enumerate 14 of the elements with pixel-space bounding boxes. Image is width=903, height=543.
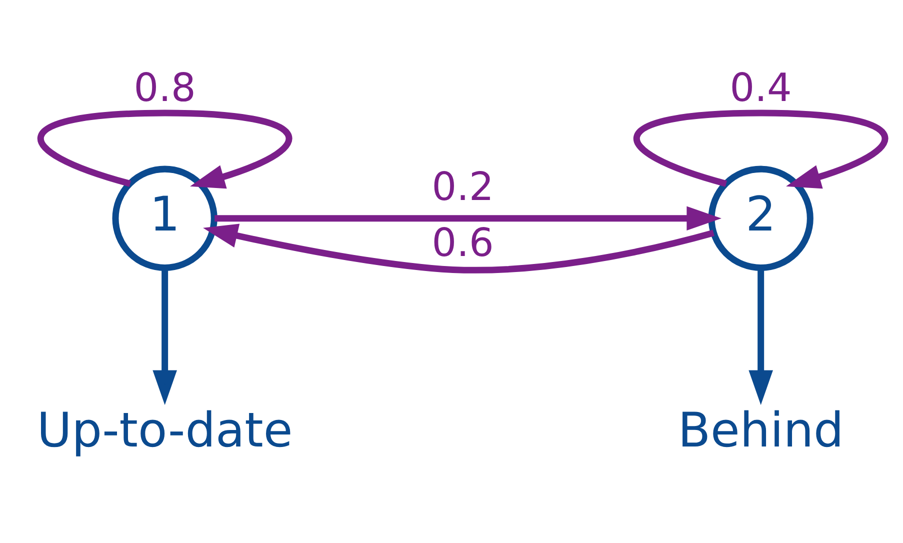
arrow [203, 224, 714, 274]
node-circle: 1 [112, 166, 218, 271]
arrow [634, 110, 888, 189]
arrow [38, 110, 292, 189]
arrow [214, 206, 722, 231]
node-circle: 2 [708, 166, 814, 271]
edge-label: 0.2 [432, 164, 494, 210]
edge-label: 0.8 [134, 66, 196, 111]
node-text: Up-to-date [36, 403, 293, 458]
arrow [748, 268, 773, 405]
edge-label: 0.4 [730, 66, 792, 111]
arrow [152, 268, 177, 405]
edge-label: 0.6 [432, 221, 494, 266]
node-text: Behind [678, 403, 844, 458]
